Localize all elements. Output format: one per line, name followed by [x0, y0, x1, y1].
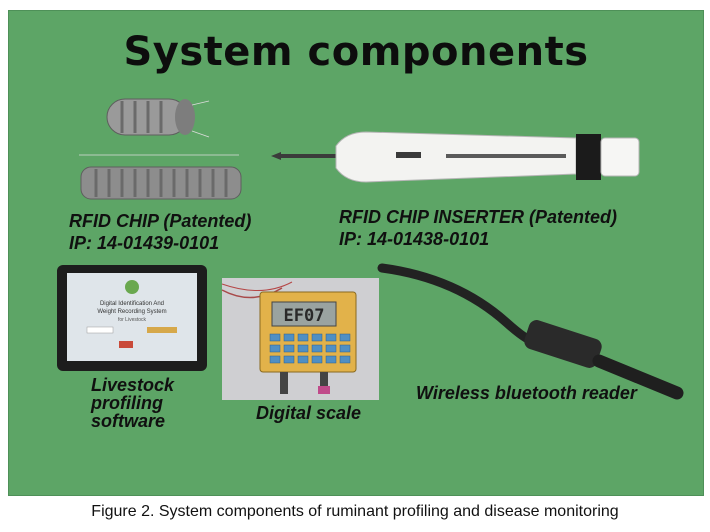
tablet-screen-line2: Weight Recording System [97, 309, 166, 315]
tablet-image: Digital Identification And Weight Record… [57, 265, 207, 371]
slide-panel: System components RFID CHIP (Patented) I… [8, 10, 704, 496]
rfid-chip-name: RFID CHIP (Patented) [69, 211, 252, 231]
software-label-line1: Livestock [91, 375, 175, 395]
inserter-name: RFID CHIP INSERTER (Patented) [339, 207, 618, 227]
scale-label: Digital scale [256, 403, 362, 423]
rfid-chip-ip: IP: 14-01439-0101 [69, 233, 220, 253]
wireless-reader-image [377, 263, 684, 400]
reader-label: Wireless bluetooth reader [416, 383, 637, 403]
slide-title: System components [123, 29, 589, 75]
inserter-ip: IP: 14-01438-0101 [339, 229, 490, 249]
rfid-chip-image [106, 98, 210, 138]
scale-display: EF07 [284, 306, 325, 326]
software-label-line3: software [91, 411, 166, 431]
software-label-line2: profiling [91, 393, 163, 413]
digital-scale-image: EF07 [221, 278, 379, 400]
rfid-inserter-image [271, 131, 640, 183]
rfid-chip-side-image [79, 154, 242, 200]
tablet-screen-line3: for Livestock [118, 317, 147, 323]
tablet-screen-line1: Digital Identification And [100, 301, 164, 307]
figure-caption: Figure 2. System components of ruminant … [91, 503, 619, 520]
